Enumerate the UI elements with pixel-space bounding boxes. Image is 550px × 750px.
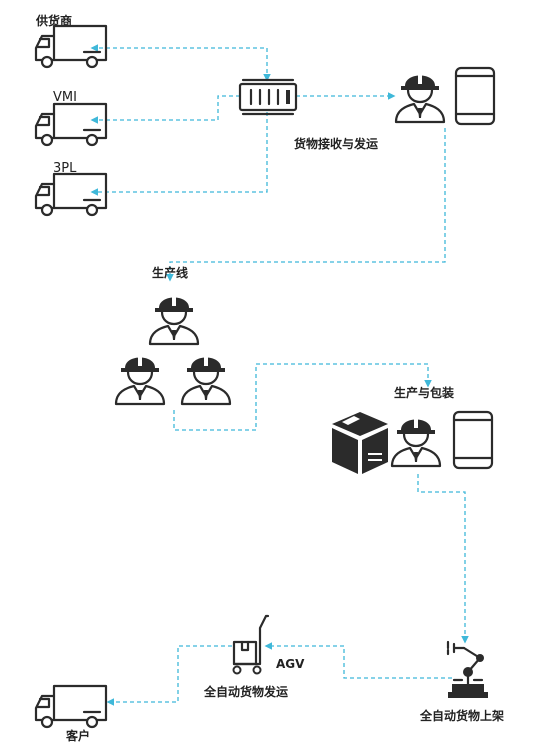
label-3pl: 3PL: [53, 161, 77, 176]
connector-3pl: [90, 112, 268, 196]
label-vmi: VMI: [53, 90, 77, 105]
truck-icon: [34, 102, 108, 147]
worker-icon: [390, 416, 442, 468]
container-icon: [238, 78, 298, 116]
truck-icon: [34, 172, 108, 217]
label-production-packaging: 生产与包装: [394, 385, 454, 400]
connector-to-packaging: [173, 363, 432, 431]
label-agv: AGV: [276, 657, 305, 671]
connector-lines: [90, 44, 469, 706]
label-auto-shelving: 全自动货物上架: [419, 708, 504, 723]
connector-to-production-line: [166, 128, 446, 282]
worker-icon: [180, 354, 232, 406]
worker-icon: [394, 72, 446, 124]
label-production-line: 生产线: [152, 265, 188, 280]
label-auto-shipping: 全自动货物发运: [203, 684, 288, 699]
tablet-icon: [454, 66, 496, 126]
connector-to-agv: [264, 642, 452, 679]
truck-icon: [34, 684, 108, 729]
box-icon: [332, 412, 388, 474]
worker-icon: [114, 354, 166, 406]
agv-cart-icon: [232, 614, 270, 675]
label-customer: 客户: [65, 728, 90, 743]
connector-supplier: [90, 44, 271, 82]
tablet-icon: [452, 410, 494, 470]
truck-icon: [34, 24, 108, 69]
connector-vmi: [90, 95, 240, 124]
connector-to-shelving: [417, 474, 469, 644]
label-receiving: 货物接收与发运: [294, 136, 378, 151]
label-supplier: 供货商: [35, 13, 72, 28]
robot-arm-icon: [446, 640, 488, 698]
worker-icon: [148, 294, 200, 346]
